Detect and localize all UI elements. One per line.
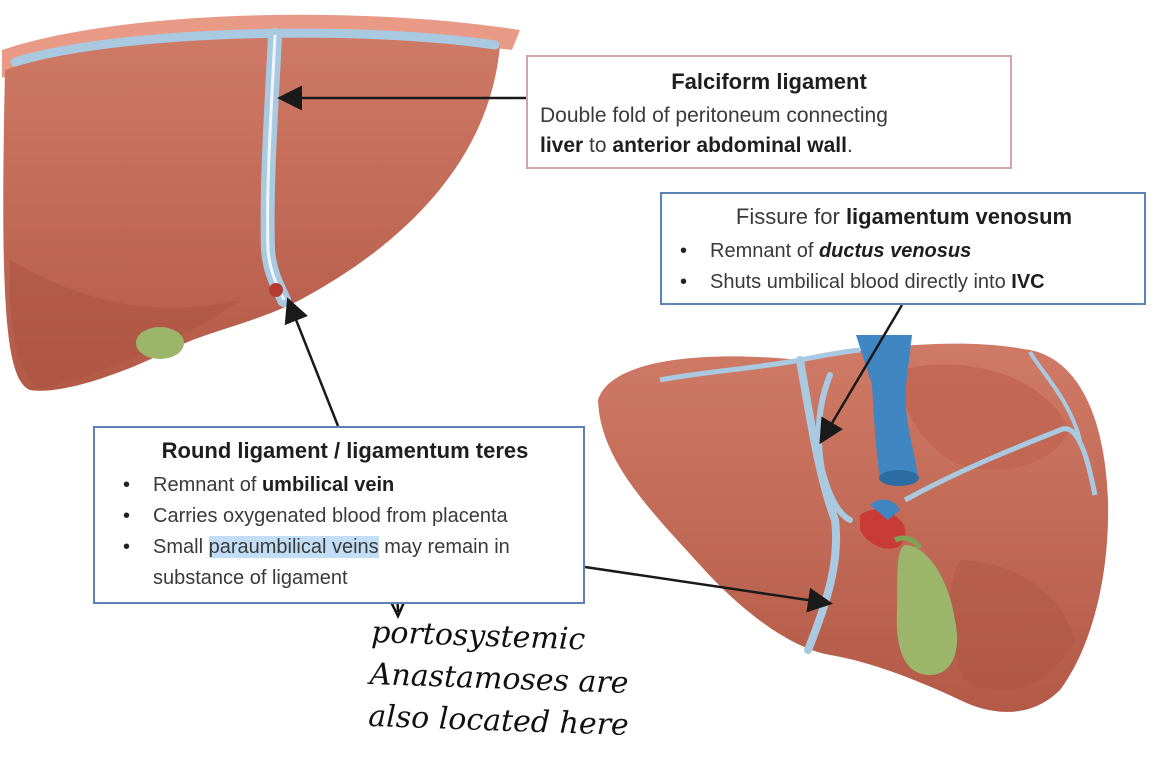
falciform-connector: to <box>583 134 613 157</box>
liver-lower-shadow <box>9 260 241 388</box>
round-bullet-1-prefix: Remnant of <box>153 474 262 496</box>
falciform-title: Falciform ligament <box>671 69 867 94</box>
venosum-bullet-1: Remnant of ductus venosus <box>676 236 1132 267</box>
venosum-bullet-1-prefix: Remnant of <box>710 240 819 262</box>
falciform-period: . <box>846 134 853 157</box>
venosum-bullet-list: Remnant of ductus venosus Shuts umbilica… <box>676 236 1132 298</box>
ligamentum-venosum-callout: Fissure for ligamentum venosum Remnant o… <box>660 192 1146 305</box>
venosum-bullet-2: Shuts umbilical blood directly into IVC <box>676 267 1132 298</box>
visceral-ligament-branch-2 <box>903 426 1098 503</box>
round-bullet-1-term: umbilical vein <box>261 474 395 496</box>
falciform-ligament-callout: Falciform ligament Double fold of perito… <box>526 55 1012 169</box>
venosum-pointer-arrow <box>819 304 904 445</box>
round-bullet-2: Carries oxygenated blood from placenta <box>119 501 571 532</box>
round-bullet-3-prefix: Small <box>153 536 209 558</box>
portal-vein <box>870 499 900 520</box>
gallbladder-tip-anterior <box>136 327 184 359</box>
venosum-bullet-1-term: ductus venosus <box>818 240 972 262</box>
falciform-liver-term: liver <box>540 134 584 157</box>
handwritten-arrow-head <box>388 599 407 619</box>
round-ligament-title: Round ligament / ligamentum teres <box>161 438 529 463</box>
venosum-bullet-2-prefix: Shuts umbilical blood directly into <box>710 271 1012 293</box>
round-ligament-end <box>269 283 283 297</box>
round-ligament-pointer-arrow <box>284 297 340 427</box>
round-bullet-3: Small paraumbilical veins may remain in … <box>119 532 571 594</box>
round-ligament-visceral-pointer-arrow <box>584 565 833 613</box>
falciform-description-line2: liver to anterior abdominal wall. <box>540 131 998 161</box>
visceral-ligament-branch-3 <box>1028 351 1082 441</box>
gallbladder-visceral <box>896 545 958 675</box>
venosum-bullet-2-term: IVC <box>1011 271 1045 293</box>
liver-anterior-surface <box>3 33 500 391</box>
cystic-duct <box>893 535 923 550</box>
liver-visceral-view <box>598 335 1109 712</box>
diaphragm-edge <box>2 14 520 78</box>
visceral-ligament-branch-1 <box>659 347 861 383</box>
venosum-title: Fissure for ligamentum venosum <box>676 204 1132 230</box>
ligamentum-venosum-fissure <box>815 372 853 523</box>
venosum-title-prefix: Fissure for <box>735 204 846 229</box>
round-bullet-1: Remnant of umbilical vein <box>119 470 571 501</box>
falciform-abdominal-wall-term: anterior abdominal wall <box>612 134 847 157</box>
round-ligament-bullet-list: Remnant of umbilical vein Carries oxygen… <box>119 470 571 594</box>
falciform-description-line1: Double fold of peritoneum connecting <box>540 104 888 127</box>
porta-hepatis-vessels <box>860 509 906 549</box>
venosum-title-term: ligamentum venosum <box>845 204 1073 229</box>
handwritten-note: portosystemic Anastamoses are also locat… <box>368 612 672 748</box>
liver-anterior-view <box>2 14 520 391</box>
paraumbilical-veins-highlight: paraumbilical veins <box>208 536 379 558</box>
round-ligament-callout: Round ligament / ligamentum teres Remnan… <box>93 426 585 604</box>
coronary-ligament-drawing <box>10 28 500 67</box>
ivc-opening <box>879 470 919 486</box>
quadrate-area-shadow <box>949 560 1075 690</box>
round-bullet-3-suffix: may remain in substance of ligament <box>153 536 510 589</box>
inferior-vena-cava <box>856 335 918 480</box>
